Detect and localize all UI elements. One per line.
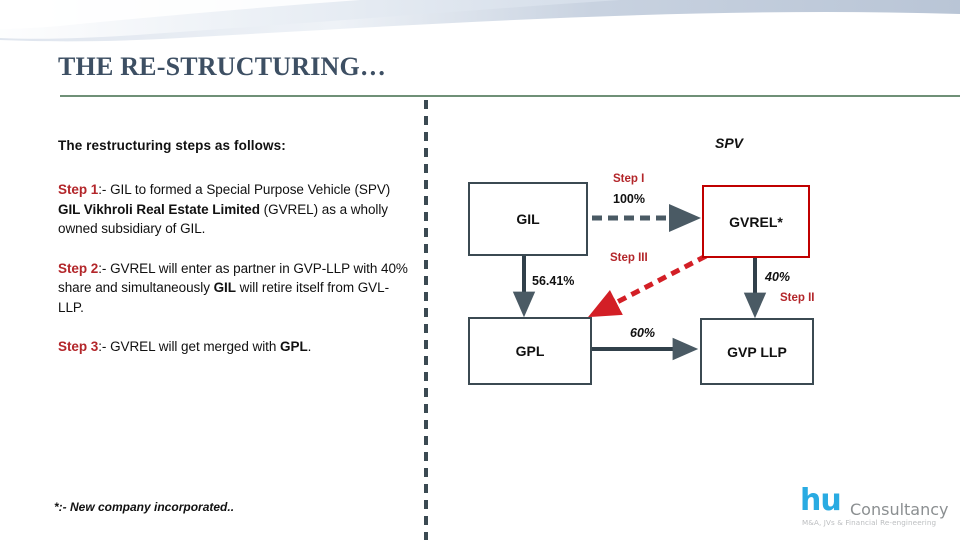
title-underline-rule bbox=[60, 95, 960, 97]
header-decoration-banner bbox=[0, 0, 960, 42]
step-2-text-b: GIL bbox=[213, 280, 236, 295]
node-gil-label: GIL bbox=[516, 211, 540, 227]
step-2-sep: :- bbox=[98, 260, 111, 276]
logo-word-text: Consultancy bbox=[850, 500, 949, 519]
step-3-sep: :- bbox=[98, 339, 111, 354]
node-gvrel-label: GVREL* bbox=[729, 213, 783, 230]
label-percent-100: 100% bbox=[613, 192, 645, 206]
label-step-3: Step III bbox=[610, 252, 648, 264]
node-gvrel[interactable]: GVREL* bbox=[702, 185, 810, 258]
step-item-1: Step 1:- GIL to formed a Special Purpose… bbox=[58, 180, 414, 239]
step-1-text-a: GIL to formed a Special Purpose Vehicle … bbox=[110, 182, 391, 197]
step-3-text-b: GPL bbox=[280, 339, 308, 354]
step-2-text-a: GVREL will enter as partner in GVP-LLP w… bbox=[58, 260, 408, 296]
banner-swoosh-svg bbox=[0, 0, 960, 42]
step-3-label: Step 3 bbox=[58, 339, 99, 354]
logo-mark-text: hu bbox=[800, 483, 842, 518]
logo-tagline-text: M&A, JVs & Financial Re-engineering bbox=[802, 518, 937, 527]
restructuring-diagram: GIL GVREL* GPL GVP LLP SPV Step I 100% S… bbox=[440, 100, 960, 430]
step-3-text-a: GVREL will get merged with bbox=[110, 339, 281, 354]
intro-text: The restructuring steps as follows: bbox=[58, 138, 286, 153]
step-1-text-c: (GVREL) as a wholly owned subsidiary of … bbox=[58, 201, 389, 237]
node-gpl[interactable]: GPL bbox=[468, 317, 592, 385]
vertical-dashed-divider bbox=[424, 100, 428, 540]
footnote-text: *:- New company incorporated.. bbox=[54, 500, 235, 514]
company-logo: hu Consultancy M&A, JVs & Financial Re-e… bbox=[800, 483, 949, 532]
node-gvpllp[interactable]: GVP LLP bbox=[700, 318, 814, 385]
step-2-label: Step 2 bbox=[58, 260, 99, 276]
step-3-text-c: . bbox=[307, 339, 312, 354]
node-gvpllp-label: GVP LLP bbox=[727, 343, 787, 360]
diagram-connectors-svg bbox=[512, 203, 767, 361]
label-percent-5641: 56.41% bbox=[532, 274, 575, 288]
step-item-3: Step 3:- GVREL will get merged with GPL. bbox=[58, 337, 414, 357]
label-percent-60: 60% bbox=[630, 326, 656, 340]
label-spv: SPV bbox=[715, 135, 744, 151]
arrow-gvrel-to-gpl-merger bbox=[588, 253, 708, 318]
label-step-1: Step I bbox=[613, 173, 645, 185]
label-percent-40: 40% bbox=[765, 270, 791, 284]
page-title: THE RE-STRUCTURING… bbox=[58, 52, 387, 81]
step-2-text-c: will retire itself from GVL-LLP. bbox=[58, 280, 390, 315]
steps-list: Step 1:- GIL to formed a Special Purpose… bbox=[58, 180, 414, 377]
node-gil[interactable]: GIL bbox=[468, 182, 588, 256]
step-1-label: Step 1 bbox=[58, 182, 99, 197]
node-gpl-label: GPL bbox=[515, 343, 545, 359]
label-step-2: Step II bbox=[780, 292, 815, 304]
step-1-text-b: GIL Vikhroli Real Estate Limited bbox=[58, 201, 260, 217]
step-item-2: Step 2:- GVREL will enter as partner in … bbox=[58, 259, 414, 318]
step-1-sep: :- bbox=[98, 182, 111, 197]
